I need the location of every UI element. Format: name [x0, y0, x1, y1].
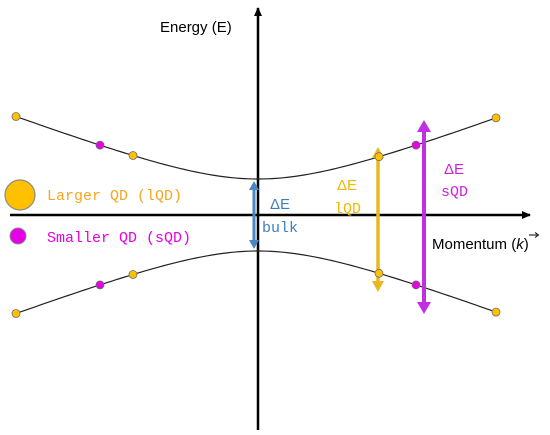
lqd-gap-name: lQD	[334, 201, 361, 218]
valence-larger-qd-point	[491, 307, 501, 317]
legend-smaller-qd-label: Smaller QD (sQD)	[47, 230, 191, 247]
conduction-larger-qd-point	[491, 113, 501, 123]
valence-smaller-qd-point	[411, 280, 421, 290]
conduction-smaller-qd-point	[95, 140, 105, 150]
legend-smaller-qd-marker	[9, 227, 27, 245]
bulk-gap-name: bulk	[262, 220, 298, 237]
conduction-smaller-qd-point	[411, 140, 421, 150]
y-axis-label: Energy (E)	[160, 19, 232, 36]
legend-larger-qd-label: Larger QD (lQD)	[47, 188, 182, 205]
x-axis-label-vector: k	[516, 236, 525, 253]
valence-smaller-qd-point	[95, 280, 105, 290]
conduction-larger-qd-point	[11, 112, 21, 121]
conduction-larger-qd-point	[128, 151, 138, 160]
legend-larger-qd-marker	[4, 179, 36, 211]
bulk-gap-delta: ΔE	[270, 196, 290, 213]
bulk-gap-arrow	[249, 181, 259, 249]
sqd-gap-name: sQD	[441, 184, 468, 201]
conduction-larger-qd-point	[374, 152, 384, 162]
valence-larger-qd-point	[11, 309, 21, 318]
x-axis-label: Momentum (k)	[432, 236, 529, 253]
band-point-markers	[11, 112, 501, 318]
vector-arrow-over-k-head	[534, 232, 540, 238]
valence-larger-qd-point	[374, 268, 384, 278]
sqd-gap-arrow	[417, 120, 431, 314]
valence-larger-qd-point	[128, 270, 138, 279]
sqd-gap-delta: ΔE	[444, 161, 464, 178]
lqd-gap-delta: ΔE	[337, 177, 357, 194]
